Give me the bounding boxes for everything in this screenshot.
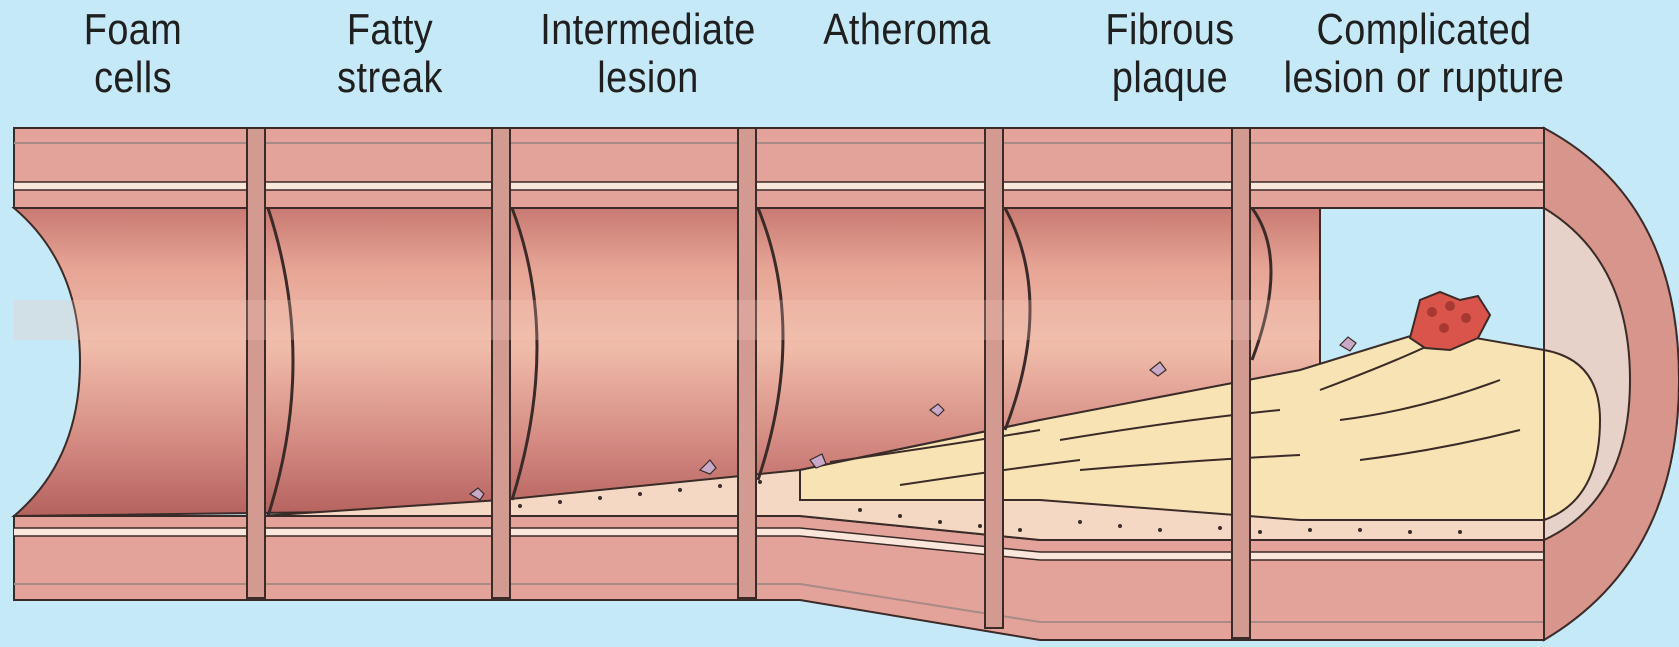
upper-artery-wall (14, 128, 1544, 208)
end-cross-section (1544, 128, 1679, 640)
lumen-highlight (14, 300, 1320, 340)
